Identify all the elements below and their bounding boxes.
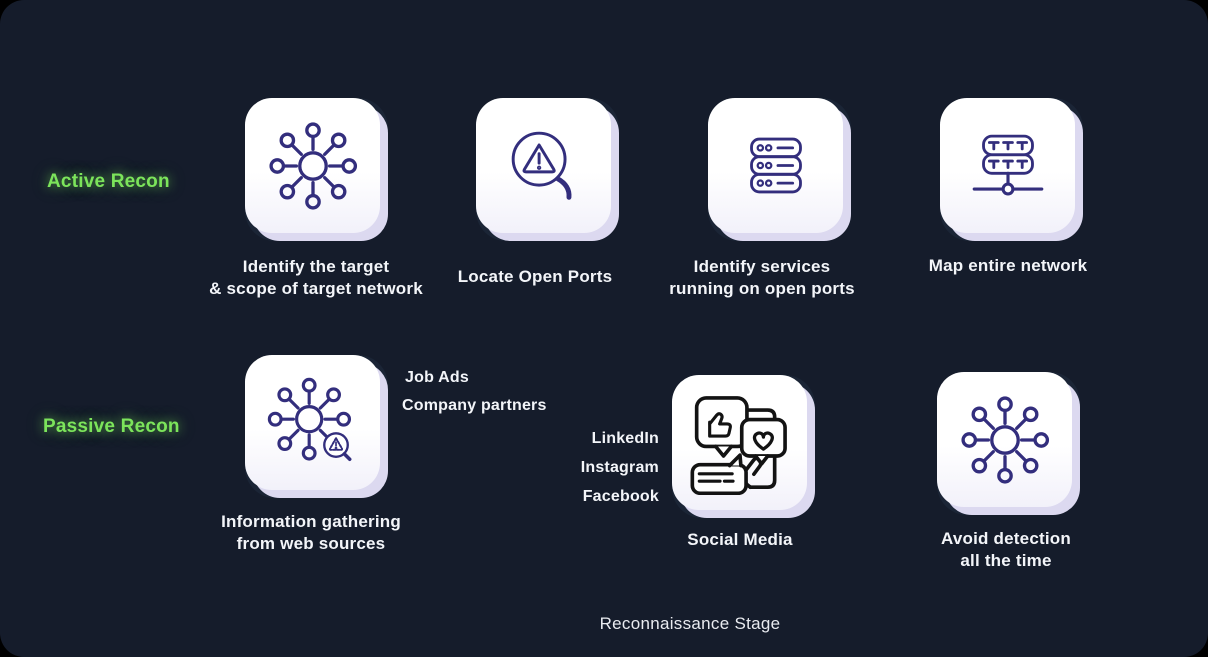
label-line: Locate Open Ports bbox=[457, 267, 613, 286]
server-stack-icon bbox=[749, 137, 802, 193]
card-face bbox=[937, 372, 1072, 507]
card-face bbox=[940, 98, 1075, 233]
network-hub-icon bbox=[268, 121, 357, 210]
active-recon-label: Active Recon bbox=[47, 171, 170, 192]
label-line: running on open ports bbox=[669, 279, 855, 298]
label-line: & scope of target network bbox=[209, 279, 423, 298]
card-label-identify-services: Identify services running on open ports bbox=[612, 256, 912, 300]
label-line: Identify services bbox=[693, 257, 831, 276]
card-identify-target bbox=[245, 98, 388, 241]
label-line: Information gathering bbox=[221, 512, 401, 531]
search-warning-icon bbox=[511, 131, 571, 200]
server-network-icon bbox=[972, 134, 1043, 195]
annotation-job-ads: Job Ads bbox=[405, 369, 469, 386]
card-locate-ports bbox=[476, 98, 619, 241]
card-face bbox=[476, 98, 611, 233]
card-face bbox=[245, 98, 380, 233]
card-face bbox=[245, 355, 380, 490]
label-line: Map entire network bbox=[928, 256, 1088, 275]
annotation-instagram: Instagram bbox=[580, 459, 659, 476]
label-line: Avoid detection bbox=[941, 529, 1071, 548]
social-media-icon bbox=[690, 395, 787, 495]
card-identify-services bbox=[708, 98, 851, 241]
annotation-facebook: Facebook bbox=[582, 488, 659, 505]
label-line: Social Media bbox=[687, 530, 793, 549]
card-avoid-detection bbox=[937, 372, 1080, 515]
card-social-media bbox=[672, 375, 815, 518]
network-hub-search-icon bbox=[267, 377, 351, 461]
card-label-info-gathering: Information gathering from web sources bbox=[161, 511, 461, 555]
annotation-company-partners: Company partners bbox=[402, 397, 547, 414]
card-face bbox=[672, 375, 807, 510]
card-label-avoid-detection: Avoid detection all the time bbox=[856, 528, 1156, 572]
label-line: Identify the target bbox=[242, 257, 390, 276]
network-hub-icon bbox=[960, 395, 1049, 484]
annotation-linkedin: LinkedIn bbox=[591, 430, 659, 447]
card-face bbox=[708, 98, 843, 233]
stage-caption: Reconnaissance Stage bbox=[599, 614, 781, 633]
card-map-network bbox=[940, 98, 1083, 241]
card-info-gathering bbox=[245, 355, 388, 498]
card-label-map-network: Map entire network bbox=[858, 255, 1158, 277]
label-line: from web sources bbox=[236, 534, 386, 553]
label-line: all the time bbox=[960, 551, 1052, 570]
passive-recon-label: Passive Recon bbox=[43, 416, 180, 437]
card-label-identify-target: Identify the target & scope of target ne… bbox=[166, 256, 466, 300]
card-label-social-media: Social Media bbox=[590, 529, 890, 551]
card-label-locate-ports: Locate Open Ports bbox=[385, 266, 685, 288]
